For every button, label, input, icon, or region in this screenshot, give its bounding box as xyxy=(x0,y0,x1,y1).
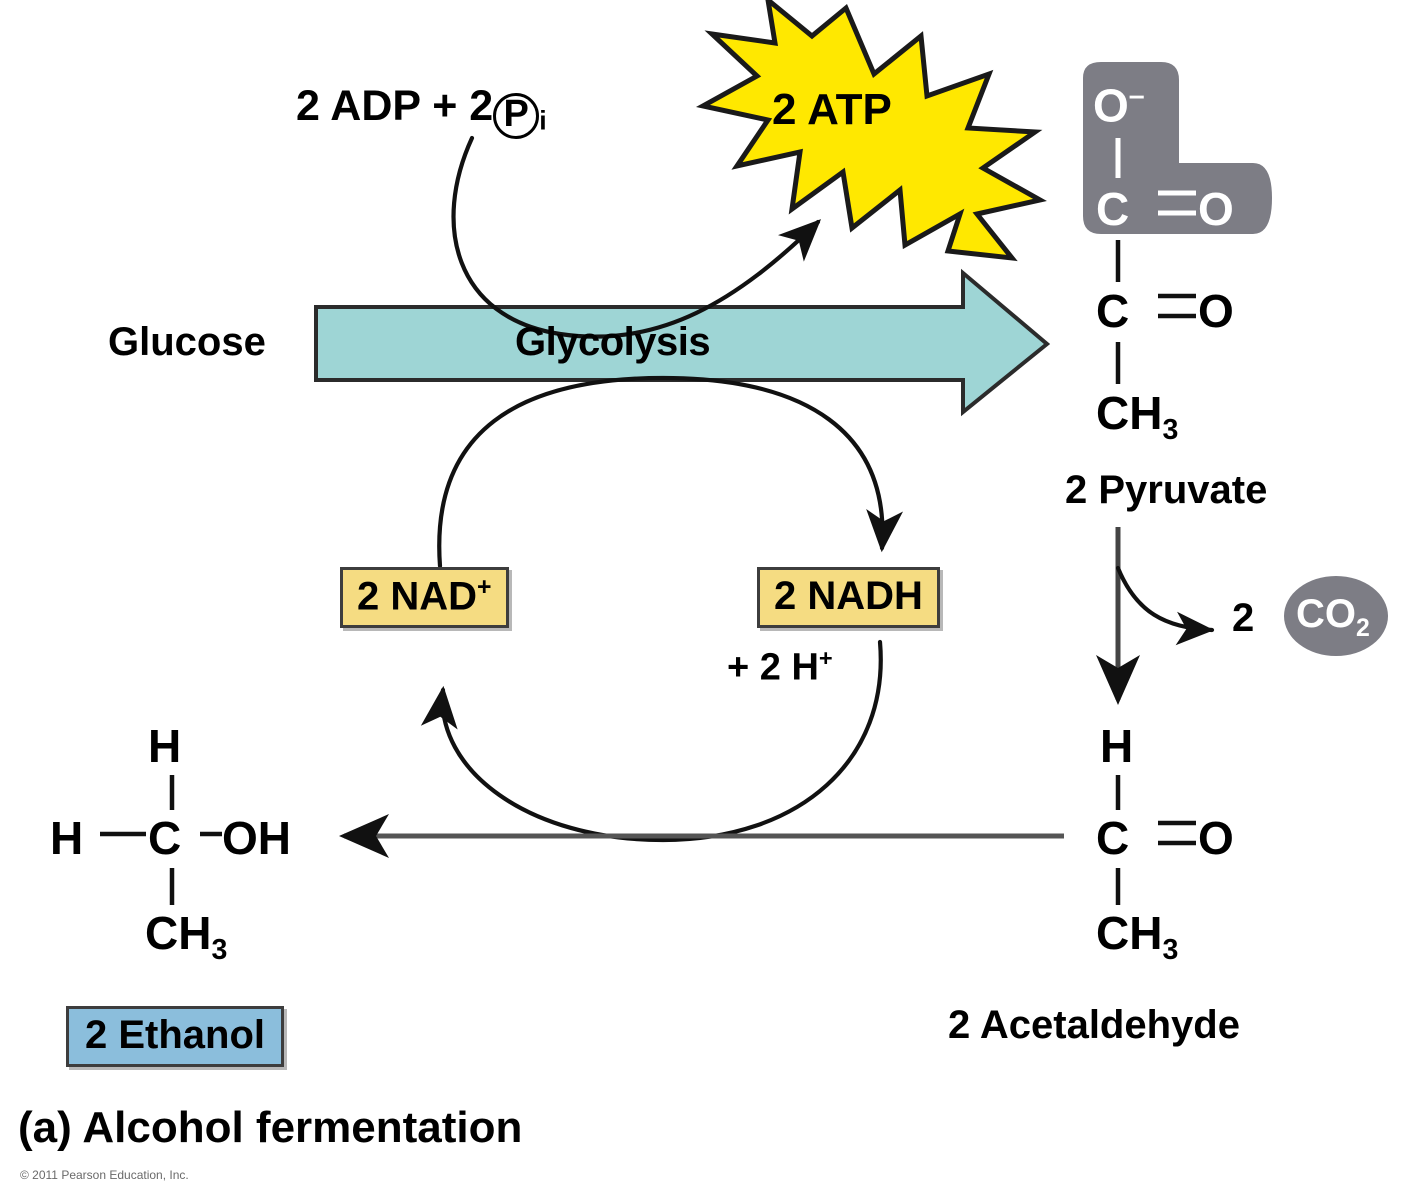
acetaldehyde-carbon: C xyxy=(1096,812,1130,864)
nadh-box: 2 NADH xyxy=(757,567,940,628)
ethanol-hydroxyl: OH xyxy=(222,812,291,864)
acetaldehyde-hydrogen: H xyxy=(1100,720,1134,772)
copyright-notice: © 2011 Pearson Education, Inc. xyxy=(20,1168,189,1182)
nad-plus-superscript: + xyxy=(477,574,492,601)
methyl-subscript: 3 xyxy=(1162,934,1179,967)
figure-caption: (a) Alcohol fermentation xyxy=(18,1103,523,1152)
atom-letter: CH xyxy=(1096,907,1163,959)
ethanol-hydrogen-top: H xyxy=(148,720,182,772)
nad-plus-box: 2 NAD+ xyxy=(340,567,509,629)
phosphate-subscript: i xyxy=(539,105,547,136)
pyruvate-carboxyl-oxygen: O– xyxy=(1093,79,1145,132)
glucose-label: Glucose xyxy=(108,320,266,364)
pyruvate-to-acetaldehyde-arrow xyxy=(1096,527,1215,705)
co2-subscript: 2 xyxy=(1356,615,1370,642)
methyl-subscript: 3 xyxy=(1162,414,1179,447)
inorganic-phosphate-icon: P xyxy=(493,93,540,139)
pyruvate-keto-oxygen: O xyxy=(1198,285,1234,337)
atom-letter: CH xyxy=(145,907,212,959)
co2-formula: CO2 xyxy=(1296,594,1370,642)
negative-charge: – xyxy=(1128,80,1145,112)
proton-superscript: + xyxy=(818,645,833,671)
adp-to-atp-curve xyxy=(451,135,822,339)
atom-letter: CH xyxy=(1096,387,1163,439)
atom-letter: O xyxy=(1093,79,1129,132)
co2-count-label: 2 xyxy=(1232,596,1255,640)
methyl-subscript: 3 xyxy=(211,934,228,967)
pyruvate-carboxyl-carbon: C xyxy=(1096,183,1130,235)
pyruvate-bonds xyxy=(1115,240,1196,384)
adp-prefix-text: 2 ADP + 2 xyxy=(296,82,494,130)
ethanol-carbon: C xyxy=(148,812,182,864)
pyruvate-name-label: 2 Pyruvate xyxy=(1065,468,1268,512)
pyruvate-keto-carbon: C xyxy=(1096,285,1130,337)
atp-yield-label: 2 ATP xyxy=(772,85,892,134)
glycolysis-label: Glycolysis xyxy=(515,320,711,364)
nad-plus-text: 2 NAD xyxy=(357,574,478,619)
proton-label: + 2 H+ xyxy=(727,645,833,689)
pyruvate-carboxyl-double-oxygen: O xyxy=(1198,183,1234,235)
co2-bubble-icon xyxy=(1284,576,1388,656)
ethanol-name-box: 2 Ethanol xyxy=(66,1006,285,1067)
carboxyl-bonds xyxy=(1115,138,1196,216)
acetaldehyde-name-label: 2 Acetaldehyde xyxy=(948,1003,1240,1047)
ethanol-hydrogen-left: H xyxy=(50,812,84,864)
acetaldehyde-bonds xyxy=(1115,775,1196,905)
co2-letters: CO xyxy=(1296,592,1356,636)
pyruvate-methyl: CH3 xyxy=(1096,390,1178,445)
ethanol-methyl: CH3 xyxy=(145,910,227,965)
proton-text: + 2 H xyxy=(727,646,819,689)
acetaldehyde-methyl: CH3 xyxy=(1096,910,1178,965)
acetaldehyde-oxygen: O xyxy=(1198,812,1234,864)
